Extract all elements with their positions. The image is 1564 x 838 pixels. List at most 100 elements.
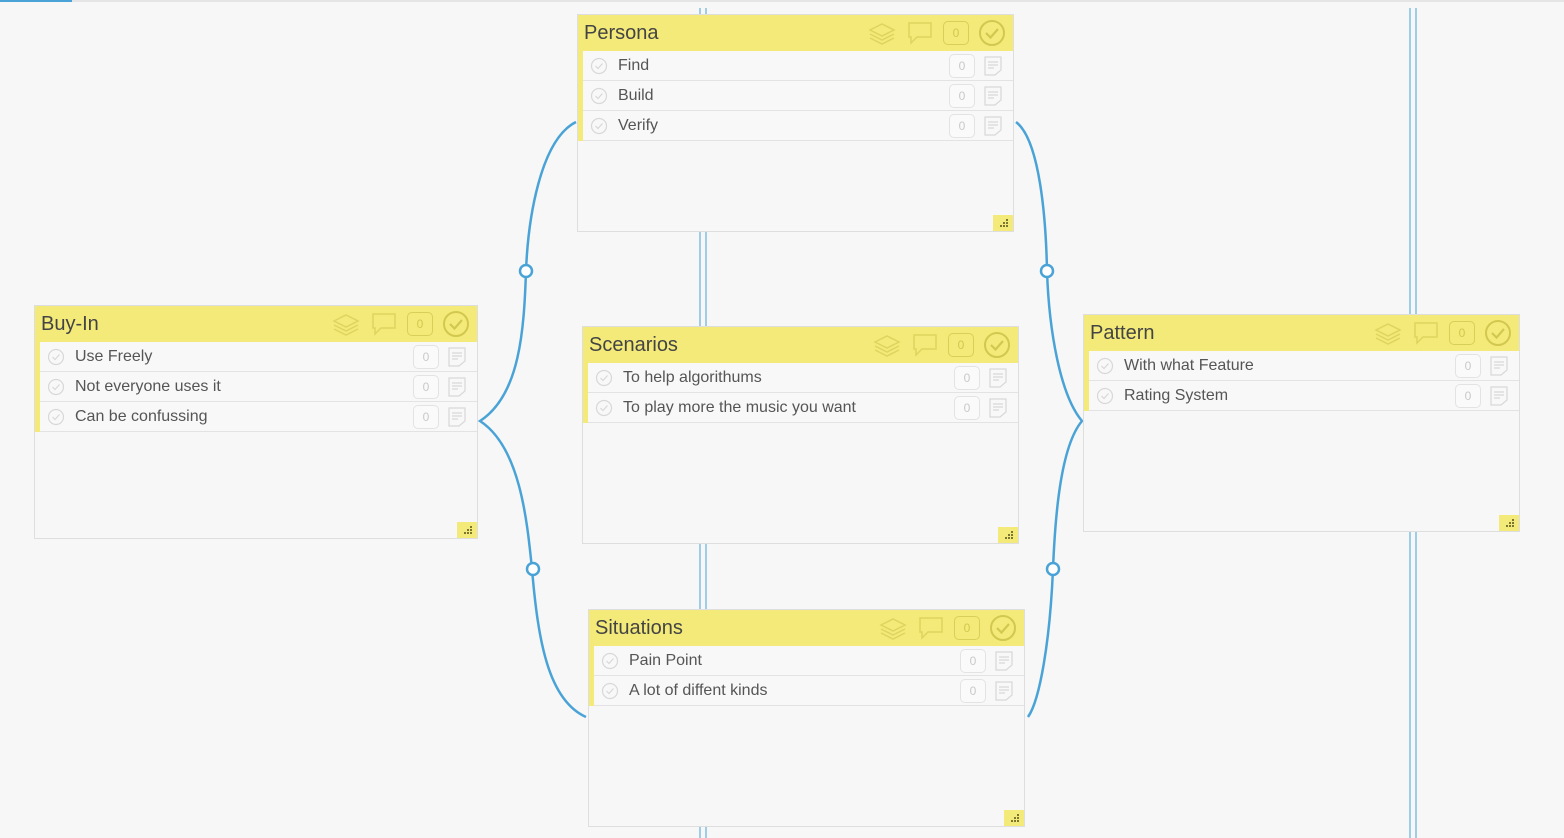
item-label: Find (618, 56, 650, 74)
card-pattern[interactable]: Pattern 0 With what Feature 0 Rating Sys… (1083, 314, 1520, 532)
layers-icon[interactable] (878, 614, 908, 642)
check-circle-icon[interactable] (590, 87, 608, 105)
header-count-badge: 0 (954, 616, 980, 640)
card-title[interactable]: Scenarios (589, 334, 678, 356)
list-item[interactable]: A lot of diffent kinds 0 (594, 676, 1024, 706)
top-progress-accent (0, 0, 72, 2)
check-circle-icon[interactable] (601, 682, 619, 700)
note-icon[interactable] (447, 406, 467, 428)
check-circle-icon[interactable] (977, 19, 1007, 47)
comment-icon[interactable] (369, 310, 399, 338)
item-count-badge: 0 (413, 344, 439, 369)
check-circle-icon[interactable] (601, 652, 619, 670)
card-persona[interactable]: Persona 0 Find 0 Build 0 Verify 0 (577, 14, 1014, 232)
left-bracket-connector (477, 120, 587, 719)
header-actions: 0 (1373, 319, 1513, 347)
item-label: To help algorithums (623, 368, 762, 386)
check-circle-icon[interactable] (1096, 357, 1114, 375)
check-circle-icon[interactable] (595, 369, 613, 387)
check-circle-icon[interactable] (441, 310, 471, 338)
resize-handle-icon[interactable] (1004, 810, 1024, 826)
note-icon[interactable] (1489, 385, 1509, 407)
item-label: Verify (618, 116, 659, 134)
card-title[interactable]: Pattern (1090, 322, 1155, 344)
connector-node (1045, 561, 1061, 577)
item-count-badge: 0 (949, 83, 975, 108)
item-label: Can be confussing (75, 407, 208, 425)
card-scenarios[interactable]: Scenarios 0 To help algorithums 0 To pla… (582, 326, 1019, 544)
item-label: With what Feature (1124, 356, 1254, 374)
note-icon[interactable] (994, 650, 1014, 672)
resize-handle-icon[interactable] (457, 522, 477, 538)
card-situations[interactable]: Situations 0 Pain Point 0 A lot of diffe… (588, 609, 1025, 827)
check-circle-icon[interactable] (1096, 387, 1114, 405)
note-icon[interactable] (988, 367, 1008, 389)
note-icon[interactable] (447, 346, 467, 368)
item-count-badge: 0 (413, 374, 439, 399)
check-circle-icon[interactable] (982, 331, 1012, 359)
check-circle-icon[interactable] (988, 614, 1018, 642)
check-circle-icon[interactable] (47, 408, 65, 426)
check-circle-icon[interactable] (47, 378, 65, 396)
check-circle-icon[interactable] (47, 348, 65, 366)
layers-icon[interactable] (1373, 319, 1403, 347)
note-icon[interactable] (988, 397, 1008, 419)
list-item[interactable]: Pain Point 0 (594, 646, 1024, 676)
card-title[interactable]: Persona (584, 22, 659, 44)
item-label: Pain Point (629, 651, 702, 669)
comment-icon[interactable] (916, 614, 946, 642)
item-count-badge: 0 (960, 678, 986, 703)
layers-icon[interactable] (867, 19, 897, 47)
list-item[interactable]: To play more the music you want 0 (588, 393, 1018, 423)
resize-handle-icon[interactable] (1499, 515, 1519, 531)
list-item[interactable]: Build 0 (583, 81, 1013, 111)
card-header: Situations 0 (589, 610, 1024, 646)
list-item[interactable]: Rating System 0 (1089, 381, 1519, 411)
right-bracket-connector (1015, 121, 1084, 718)
item-count-badge: 0 (413, 404, 439, 429)
note-icon[interactable] (447, 376, 467, 398)
list-item[interactable]: Verify 0 (583, 111, 1013, 141)
list-item[interactable]: With what Feature 0 (1089, 351, 1519, 381)
layers-icon[interactable] (331, 310, 361, 338)
card-buy-in[interactable]: Buy-In 0 Use Freely 0 Not everyone uses … (34, 305, 478, 539)
resize-handle-icon[interactable] (993, 215, 1013, 231)
item-count-badge: 0 (949, 53, 975, 78)
list-item[interactable]: To help algorithums 0 (588, 363, 1018, 393)
item-list: With what Feature 0 Rating System 0 (1084, 351, 1519, 411)
list-item[interactable]: Not everyone uses it 0 (40, 372, 477, 402)
note-icon[interactable] (1489, 355, 1509, 377)
list-item[interactable]: Can be confussing 0 (40, 402, 477, 432)
comment-icon[interactable] (1411, 319, 1441, 347)
connector-node (525, 561, 541, 577)
header-actions: 0 (331, 310, 471, 338)
item-count-badge: 0 (1455, 353, 1481, 378)
note-icon[interactable] (994, 680, 1014, 702)
header-actions: 0 (872, 331, 1012, 359)
item-count-badge: 0 (960, 648, 986, 673)
header-count-badge: 0 (948, 333, 974, 357)
comment-icon[interactable] (910, 331, 940, 359)
check-circle-icon[interactable] (590, 57, 608, 75)
list-item[interactable]: Find 0 (583, 51, 1013, 81)
note-icon[interactable] (983, 115, 1003, 137)
card-title[interactable]: Situations (595, 617, 683, 639)
note-icon[interactable] (983, 55, 1003, 77)
item-label: Build (618, 86, 654, 104)
check-circle-icon[interactable] (595, 399, 613, 417)
check-circle-icon[interactable] (1483, 319, 1513, 347)
top-progress-bar (0, 0, 1564, 2)
note-icon[interactable] (983, 85, 1003, 107)
layers-icon[interactable] (872, 331, 902, 359)
card-title[interactable]: Buy-In (41, 313, 99, 335)
item-label: Use Freely (75, 347, 153, 365)
item-label: To play more the music you want (623, 398, 856, 416)
header-actions: 0 (867, 19, 1007, 47)
resize-handle-icon[interactable] (998, 527, 1018, 543)
comment-icon[interactable] (905, 19, 935, 47)
check-circle-icon[interactable] (590, 117, 608, 135)
list-item[interactable]: Use Freely 0 (40, 342, 477, 372)
item-count-badge: 0 (949, 113, 975, 138)
card-header: Buy-In 0 (35, 306, 477, 342)
card-header: Persona 0 (578, 15, 1013, 51)
